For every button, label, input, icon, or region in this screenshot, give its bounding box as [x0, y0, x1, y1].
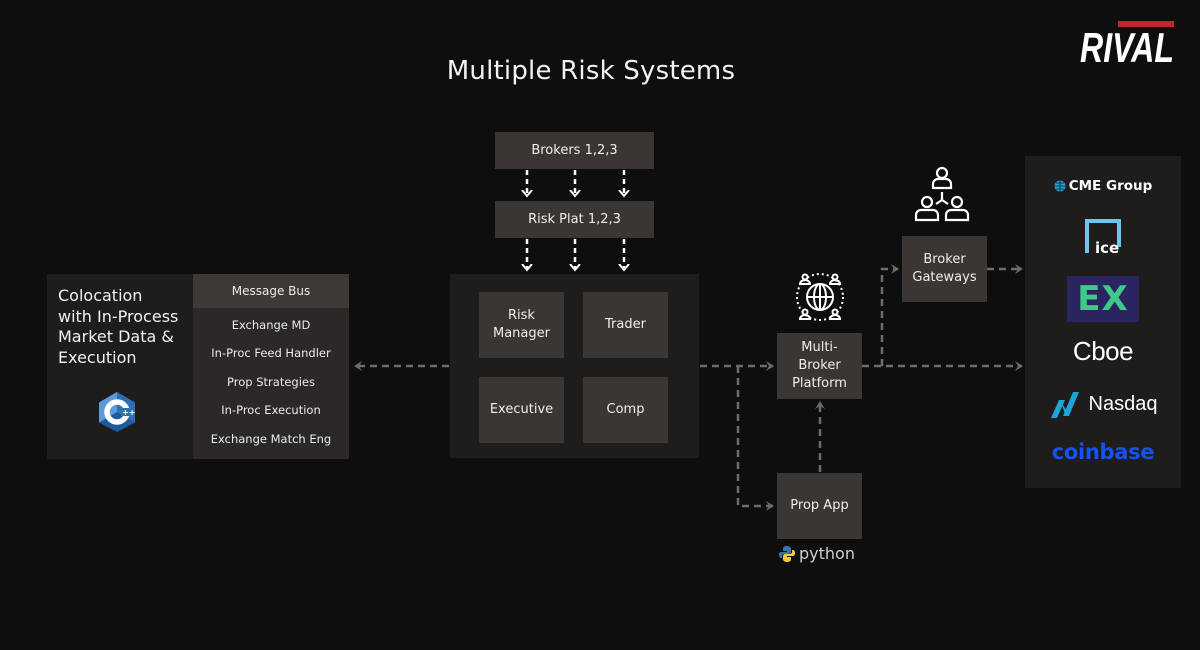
colocation-heading-line: with In-Process	[58, 306, 179, 326]
multi-broker-platform-box: Multi- Broker Platform	[777, 333, 862, 399]
broker-gateways-label: Gateways	[912, 270, 977, 285]
exchange-ex: EX	[1067, 276, 1139, 322]
colocation-heading-line: Market Data &	[58, 327, 174, 346]
message-bus-header: Message Bus	[193, 274, 349, 308]
exchanges-panel	[1025, 156, 1181, 488]
logo-text: RIVAL	[1080, 24, 1174, 68]
prop-app-box: Prop App	[777, 473, 862, 539]
risk-manager-box: Risk Manager	[479, 292, 564, 358]
multi-broker-label: Multi-	[801, 340, 838, 355]
message-bus-item: Prop Strategies	[227, 375, 315, 389]
message-bus-item: Exchange Match Eng	[210, 432, 332, 446]
diagram-title: Multiple Risk Systems	[446, 56, 736, 86]
broker-gateways-box: Broker Gateways	[902, 236, 987, 302]
team-hierarchy-icon	[912, 164, 972, 224]
cpp-icon: ++	[97, 391, 137, 433]
python-logo: python	[778, 544, 855, 563]
ice-bracket-icon	[1085, 219, 1121, 253]
exchange-ice: ice	[1083, 217, 1123, 257]
cboe-label: Cboe	[1072, 335, 1134, 366]
exchange-nasdaq: Nasdaq	[1025, 388, 1181, 420]
nasdaq-label: Nasdaq	[1088, 392, 1158, 415]
message-bus-item: In-Proc Execution	[221, 403, 321, 417]
exchange-cme-group: CME Group	[1025, 176, 1181, 196]
exchange-cboe: Cboe	[1025, 336, 1181, 366]
svg-text:++: ++	[122, 408, 135, 417]
python-label: python	[799, 544, 855, 563]
message-bus-item: In-Proc Feed Handler	[211, 346, 331, 360]
colocation-heading-line: Execution	[58, 347, 137, 367]
trader-box: Trader	[583, 292, 668, 358]
exchange-coinbase: coinbase	[1025, 438, 1181, 466]
broker-gateways-label: Broker	[923, 252, 966, 267]
global-network-icon	[793, 270, 847, 324]
svg-text:ice: ice	[1095, 239, 1119, 257]
brokers-box: Brokers 1,2,3	[495, 132, 654, 169]
nasdaq-icon	[1050, 392, 1079, 418]
arrow-multibroker-to-gateways	[880, 264, 899, 366]
executive-box: Executive	[479, 377, 564, 443]
cme-group-label: CME Group	[1068, 178, 1153, 194]
rival-logo: RIVAL	[1078, 18, 1178, 71]
colocation-heading: Colocation with In-Process Market Data &…	[58, 286, 178, 368]
arrow-core-to-propapp	[736, 366, 774, 511]
multi-broker-label: Platform	[792, 376, 847, 391]
python-icon	[779, 545, 795, 562]
coinbase-label: coinbase	[1051, 440, 1155, 464]
risk-manager-label: Manager	[493, 326, 550, 341]
risk-manager-label: Risk	[508, 308, 535, 323]
colocation-heading-line: Colocation	[58, 286, 143, 305]
risk-plat-box: Risk Plat 1,2,3	[495, 201, 654, 238]
comp-box: Comp	[583, 377, 668, 443]
cme-globe-icon	[1054, 180, 1066, 192]
logo-accent-bar	[1118, 21, 1174, 27]
ex-label: EX	[1077, 279, 1129, 319]
message-bus-item: Exchange MD	[231, 318, 311, 332]
multi-broker-label: Broker	[798, 358, 841, 373]
